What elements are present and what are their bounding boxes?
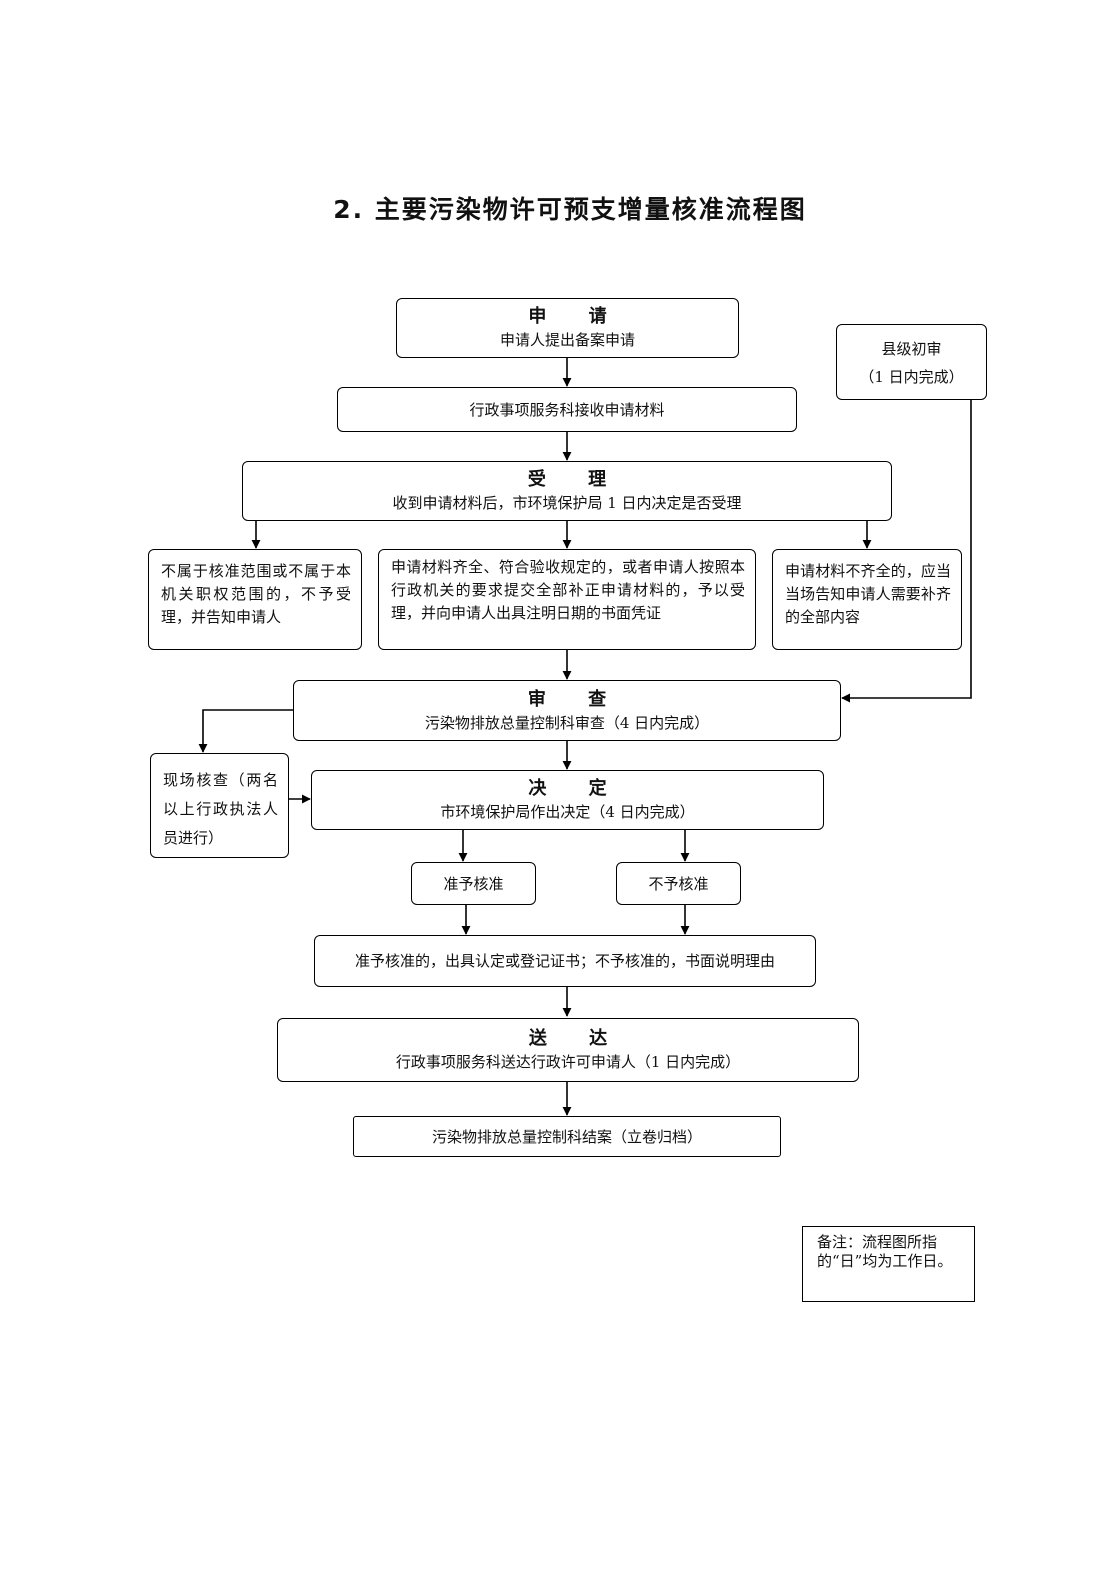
archive-text: 污染物排放总量控制科结案（立卷归档） bbox=[431, 1127, 702, 1146]
footnote-text: 备注：流程图所指的“日”均为工作日。 bbox=[817, 1233, 953, 1270]
result-text: 准予核准的，出具认定或登记证书；不予核准的，书面说明理由 bbox=[354, 952, 775, 970]
complete-materials-box: 申请材料齐全、符合验收规定的，或者申请人按照本行政机关的要求提交全部补正申请材料… bbox=[378, 549, 756, 650]
county-review-line1: 县级初审 bbox=[881, 340, 942, 358]
not-in-scope-text: 不属于核准范围或不属于本机关职权范围的，不予受理，并告知申请人 bbox=[161, 562, 351, 626]
page-title: 2. 主要污染物许可预支增量核准流程图 bbox=[333, 195, 807, 224]
accept-text: 收到申请材料后，市环境保护局 1 日内决定是否受理 bbox=[392, 494, 742, 512]
deliver-box: 送 达 行政事项服务科送达行政许可申请人（1 日内完成） bbox=[277, 1018, 859, 1082]
receive-text: 行政事项服务科接收申请材料 bbox=[469, 400, 665, 419]
decision-heading: 决 定 bbox=[528, 778, 625, 799]
onsite-inspection-text: 现场核查（两名以上行政执法人员进行） bbox=[163, 771, 278, 847]
county-review-box: 县级初审 （1 日内完成） bbox=[836, 324, 987, 400]
incomplete-materials-box: 申请材料不齐全的，应当当场告知申请人需要补齐的全部内容 bbox=[772, 549, 962, 650]
accept-box: 受 理 收到申请材料后，市环境保护局 1 日内决定是否受理 bbox=[242, 461, 892, 521]
county-review-line2: （1 日内完成） bbox=[859, 368, 964, 386]
arrow-review-to-inspection bbox=[198, 709, 293, 753]
decision-box: 决 定 市环境保护局作出决定（4 日内完成） bbox=[311, 770, 824, 830]
complete-materials-text: 申请材料齐全、符合验收规定的，或者申请人按照本行政机关的要求提交全部补正申请材料… bbox=[391, 558, 745, 622]
approve-box: 准予核准 bbox=[411, 862, 536, 905]
review-text: 污染物排放总量控制科审查（4 日内完成） bbox=[424, 713, 710, 732]
result-box: 准予核准的，出具认定或登记证书；不予核准的，书面说明理由 bbox=[314, 935, 816, 987]
receive-box: 行政事项服务科接收申请材料 bbox=[337, 387, 797, 432]
footnote-box: 备注：流程图所指的“日”均为工作日。 bbox=[802, 1226, 975, 1302]
review-box: 审 查 污染物排放总量控制科审查（4 日内完成） bbox=[293, 680, 841, 741]
deliver-heading: 送 达 bbox=[528, 1028, 626, 1049]
apply-box: 申 请 申请人提出备案申请 bbox=[396, 298, 739, 358]
reject-text: 不予核准 bbox=[648, 874, 709, 893]
approve-text: 准予核准 bbox=[443, 874, 504, 893]
incomplete-materials-text: 申请材料不齐全的，应当当场告知申请人需要补齐的全部内容 bbox=[785, 562, 951, 626]
review-heading: 审 查 bbox=[527, 688, 625, 710]
not-in-scope-box: 不属于核准范围或不属于本机关职权范围的，不予受理，并告知申请人 bbox=[148, 549, 362, 650]
accept-heading: 受 理 bbox=[527, 469, 625, 490]
decision-text: 市环境保护局作出决定（4 日内完成） bbox=[440, 803, 695, 821]
deliver-text: 行政事项服务科送达行政许可申请人（1 日内完成） bbox=[395, 1053, 741, 1071]
onsite-inspection-box: 现场核查（两名以上行政执法人员进行） bbox=[150, 753, 289, 858]
apply-heading: 申 请 bbox=[528, 306, 625, 327]
archive-box: 污染物排放总量控制科结案（立卷归档） bbox=[353, 1116, 781, 1157]
reject-box: 不予核准 bbox=[616, 862, 741, 905]
apply-text: 申请人提出备案申请 bbox=[499, 331, 635, 349]
arrow-county-to-review bbox=[841, 400, 972, 703]
